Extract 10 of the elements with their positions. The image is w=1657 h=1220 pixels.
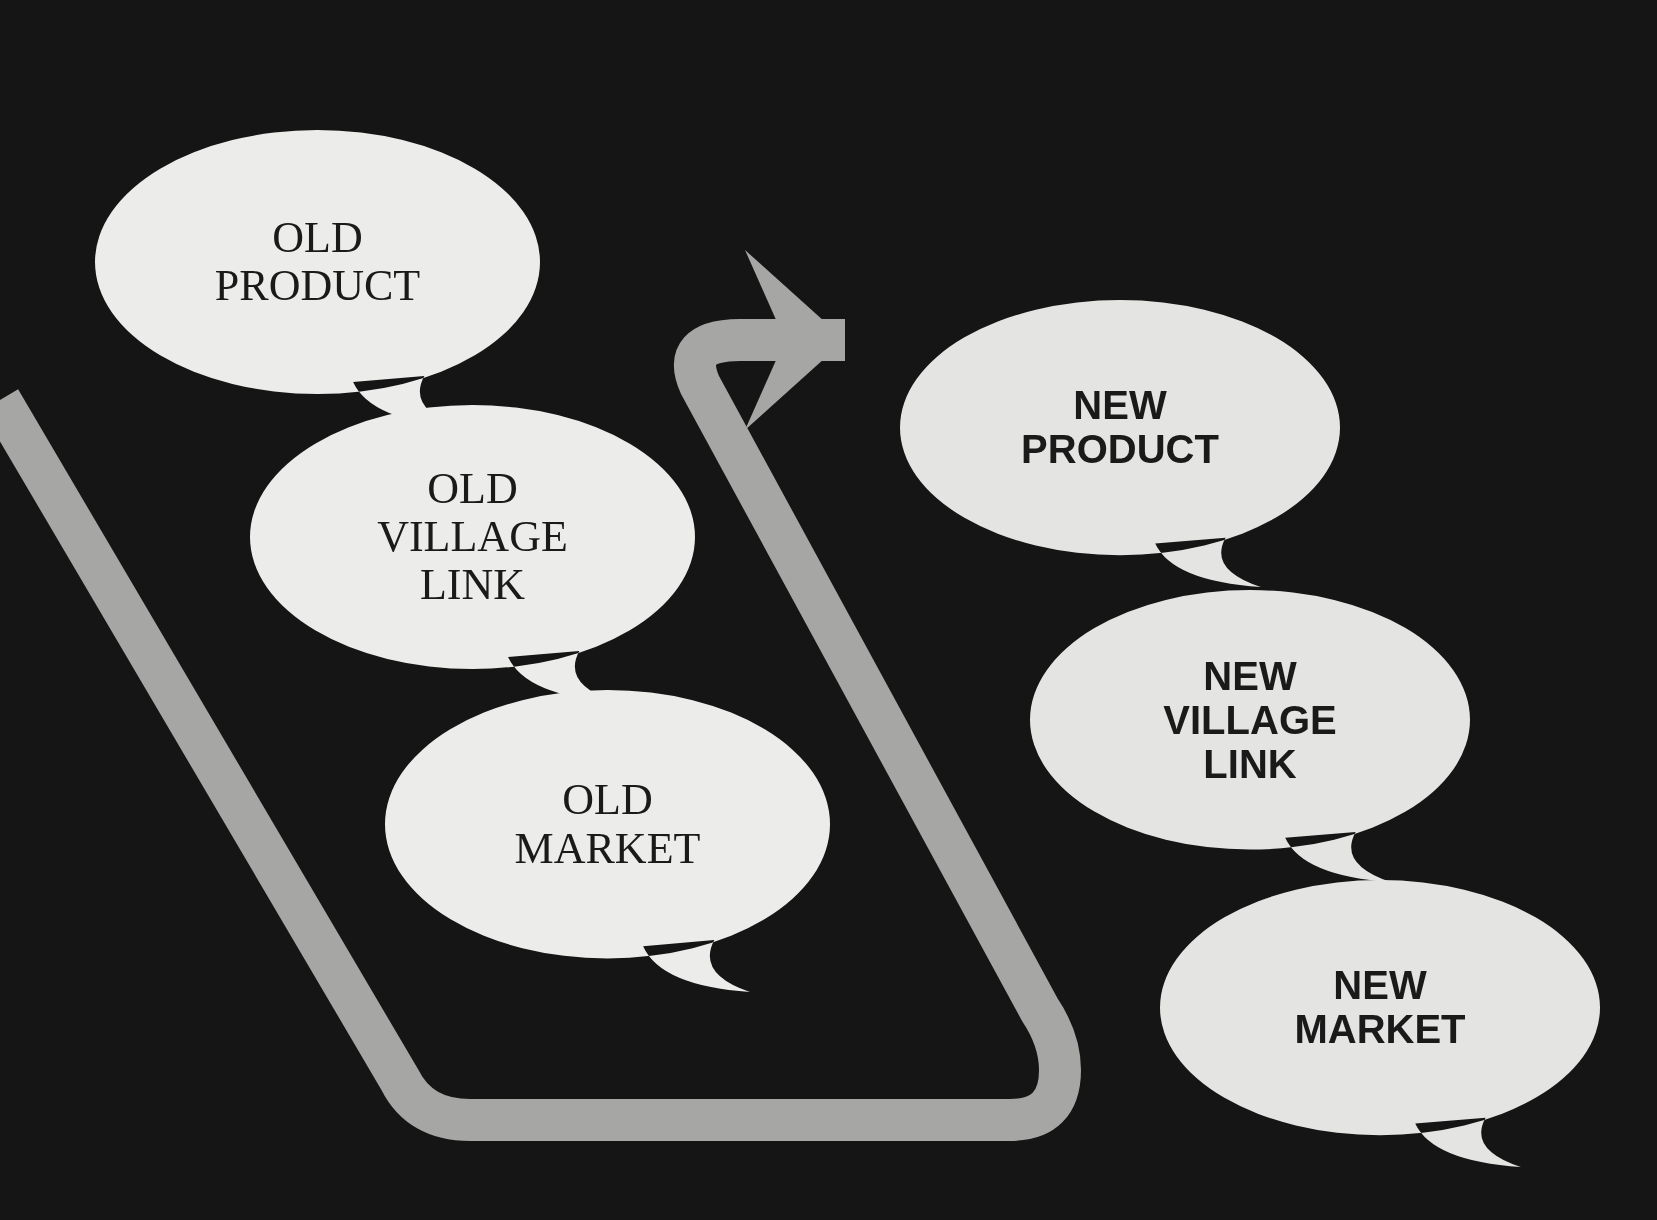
bubble-label: OLD PRODUCT [214, 213, 421, 311]
arrow [0, 250, 1081, 1141]
speech-bubble [900, 300, 1340, 590]
bubble-label: OLD MARKET [514, 776, 701, 874]
speech-bubble [385, 690, 830, 995]
speech-bubble [1160, 880, 1600, 1170]
bubble-label: NEW VILLAGE LINK [1163, 653, 1337, 786]
bubble-label: OLD VILLAGE LINK [377, 464, 568, 610]
bubble-label: NEW MARKET [1294, 963, 1466, 1052]
bubble-label: NEW PRODUCT [1021, 383, 1219, 472]
